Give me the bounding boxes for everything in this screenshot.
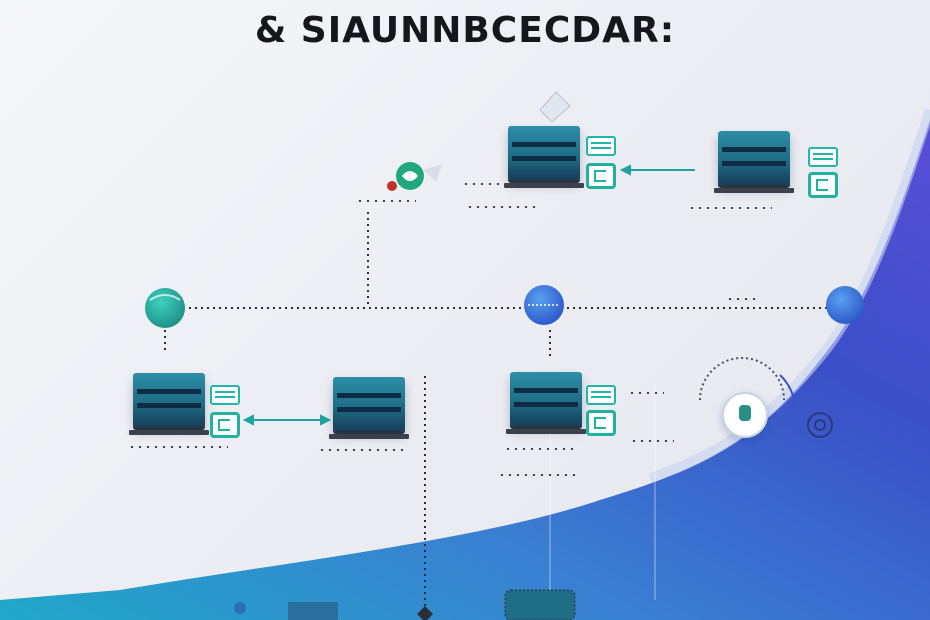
- arrow-top: [619, 164, 695, 176]
- diamond-icon: [417, 606, 433, 620]
- arrow-bottom-left: [242, 414, 332, 426]
- gauge-knob-icon: [722, 392, 768, 438]
- hub-blue-icon: [826, 286, 864, 324]
- chip-icon: [586, 410, 616, 436]
- chip-icon: [586, 163, 616, 189]
- bottom-node: [504, 589, 576, 620]
- scribble-mark: [498, 474, 576, 476]
- scribble-mark: [356, 200, 416, 202]
- server-node-top-left: [504, 126, 584, 188]
- chip-icon: [210, 412, 240, 438]
- pin-icon: [539, 91, 571, 123]
- status-panel-icon: [808, 147, 838, 167]
- wave-highlight: [648, 108, 930, 483]
- scribble-mark: [726, 298, 756, 300]
- server-node-top-right: [714, 131, 794, 193]
- status-panel-icon: [586, 136, 616, 156]
- scribble-mark: [462, 183, 542, 185]
- scribble-mark: [128, 446, 228, 448]
- scribble-mark: [466, 206, 538, 208]
- bottom-hub: [234, 602, 246, 614]
- diagram-title: & SIAUNNBCECDAR:: [254, 10, 676, 51]
- scribble-mark: [630, 440, 674, 442]
- scribble-mark: [688, 207, 772, 209]
- server-node-bottom-center: [329, 377, 409, 439]
- gauge-icon: [699, 357, 796, 406]
- chip-icon: [808, 172, 838, 198]
- wave-background: [0, 120, 930, 620]
- scribble-mark: [504, 448, 576, 450]
- scribble-mark: [628, 392, 664, 394]
- globe-icon: [387, 162, 442, 191]
- scribble-mark: [318, 449, 406, 451]
- bottom-node: [288, 602, 338, 620]
- server-node-bottom-left: [129, 373, 209, 435]
- status-panel-icon: [586, 385, 616, 405]
- status-panel-icon: [210, 385, 240, 405]
- server-node-bottom-right: [506, 372, 586, 434]
- gear-icon: [807, 412, 833, 438]
